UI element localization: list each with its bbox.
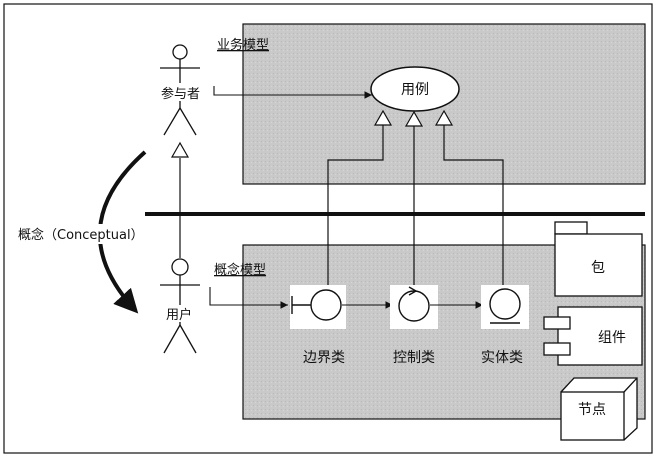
user-boundary-link xyxy=(209,287,288,309)
node-icon xyxy=(560,377,638,441)
separator-bar xyxy=(145,212,645,216)
participant-head-icon xyxy=(172,44,188,60)
concept-model-title: 概念模型 xyxy=(214,262,266,278)
user-actor xyxy=(160,258,200,354)
participant-label: 参与者 xyxy=(161,86,200,102)
boundary-class-icon xyxy=(291,289,342,321)
component-label: 组件 xyxy=(598,330,626,346)
user-head-icon xyxy=(171,258,189,276)
entity-class-label: 实体类 xyxy=(481,350,523,366)
package-label: 包 xyxy=(591,260,605,276)
usecase-label: 用例 xyxy=(401,82,429,98)
business-model-title: 业务模型 xyxy=(217,37,269,53)
boundary-class-label: 边界类 xyxy=(303,350,345,366)
participant-usecase-link xyxy=(213,86,372,99)
control-class-icon xyxy=(398,286,430,322)
usecase-ellipse xyxy=(370,66,460,112)
generalization-arrowhead-icon xyxy=(170,141,190,158)
control-class-label: 控制类 xyxy=(393,350,435,366)
boundary-realize-line xyxy=(327,125,384,287)
outer-frame xyxy=(3,3,653,454)
entity-class-icon xyxy=(489,288,521,324)
user-label: 用户 xyxy=(166,307,192,323)
node-label: 节点 xyxy=(578,402,606,418)
conceptual-label: 概念（Conceptual） xyxy=(18,227,144,243)
component-icon xyxy=(543,306,643,366)
package-icon xyxy=(554,221,643,297)
entity-realize-line xyxy=(443,125,504,287)
